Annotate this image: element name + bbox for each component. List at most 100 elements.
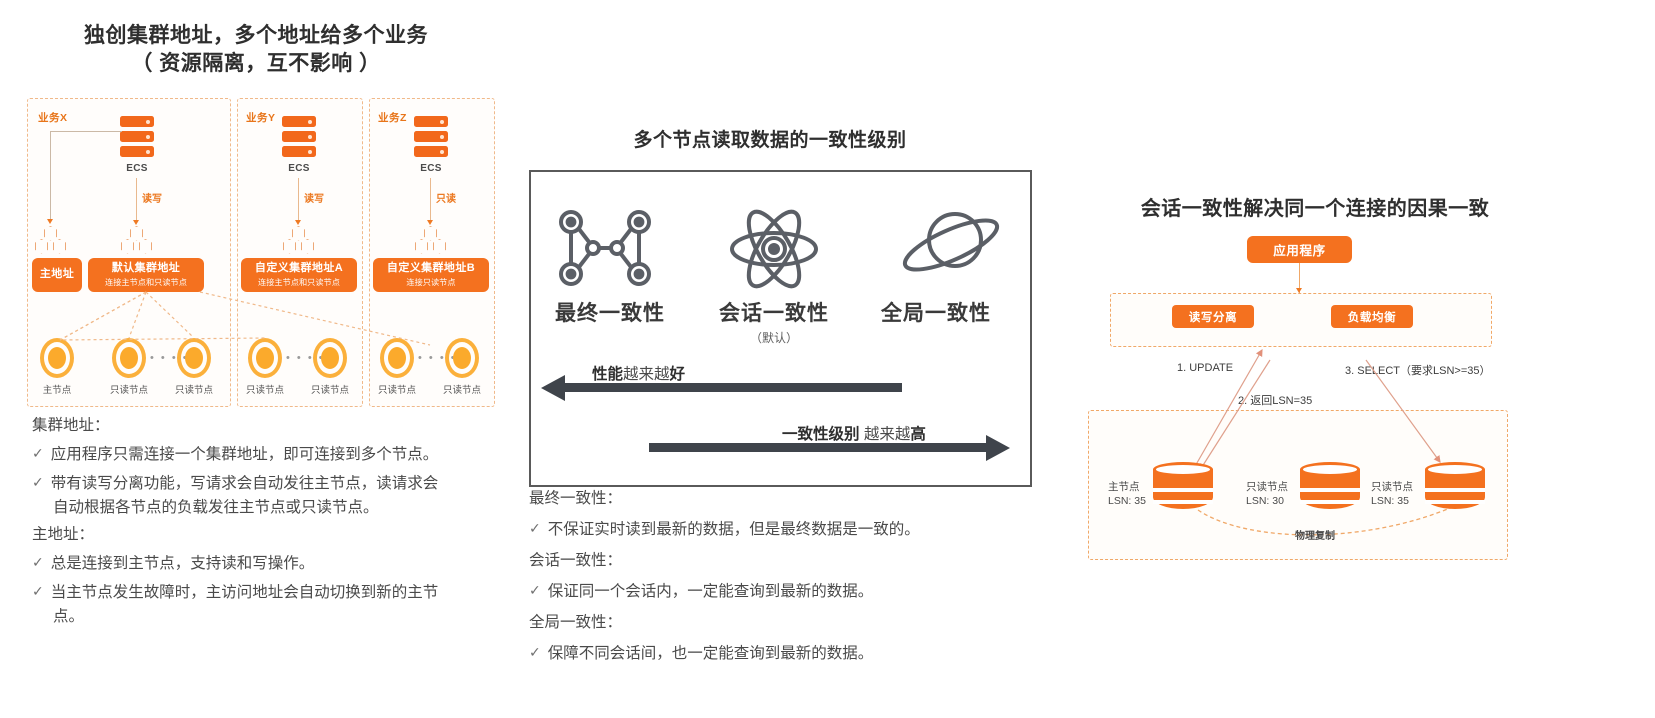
check-icon-m3: ✓ [529,644,541,661]
node-icon-x2 [112,338,146,378]
node-label-x3: 只读节点 [174,385,213,396]
address-box-primary-title: 主地址 [39,268,75,281]
check-icon-l2: ✓ [32,474,44,491]
left-note-3: 自动根据各节点的负载发往主节点或只读节点。 [53,499,379,517]
left-note-0: 集群地址： [32,417,110,434]
arrow-left-bar [565,383,902,392]
middle-note-5: ✓ 保障不同会话间，也一定能查询到最新的数据。 [529,642,999,666]
middle-notes: 最终一致性： ✓ 不保证实时读到最新的数据，但是最终数据是一致的。 会话一致性：… [529,487,999,666]
arrow-right-label-rest: 越来越 [859,426,911,443]
left-note-7: 点。 [53,608,85,626]
left-note-2: ✓ 带有读写分离功能，写请求会自动发往主节点，读请求会 [32,472,502,496]
connector-x-arrow-left [46,219,53,224]
read-write-split-box[interactable]: 读写分离 [1172,305,1254,328]
arrow-right-bar [649,443,986,452]
step-label-1: 1. UPDATE [1177,362,1234,374]
db-label-primary-lsn: LSN: 35 [1108,495,1146,508]
hex-cluster-icon-x2 [119,226,155,256]
db-icon-readonly-2 [1425,462,1485,516]
db-icon-readonly-1 [1300,462,1360,516]
address-box-custom-b-desc: 连接只读节点 [406,277,456,287]
planet-icon [893,207,1003,292]
ecs-label-x: ECS [126,163,148,174]
consistency-level-2: 会话一致性 （默认） [712,297,836,346]
consistency-level-3-name: 全局一致性 [881,302,991,325]
connector-label-y: 读写 [304,194,324,205]
hex-cluster-icon-x1 [33,226,69,256]
arrow-left-label-bold: 性能 [592,366,624,383]
check-icon-m1: ✓ [529,520,541,537]
address-box-default-cluster-title: 默认集群地址 [111,262,181,274]
right-panel-title: 会话一致性解决同一个连接的因果一致 [1140,198,1490,220]
node-icon-z1 [380,338,414,378]
left-note-6: ✓ 当主节点发生故障时，主访问地址会自动切换到新的主节 [32,581,502,605]
hex-cluster-icon-y [281,226,317,256]
db-label-readonly-2: 只读节点 LSN: 35 [1371,480,1413,508]
left-note-1-text: 应用程序只需连接一个集群地址，即可连接到多个节点。 [50,446,439,464]
consistency-level-1: 最终一致性 [548,297,672,327]
node-label-z1: 只读节点 [377,385,416,396]
ecs-icon-y [282,116,316,158]
connector-app-down [1299,263,1301,293]
connector-y-down [298,178,300,222]
business-group-x-label: 业务X [38,112,68,124]
business-group-z-label: 业务Z [378,112,407,124]
arrow-right-label-bold: 一致性级别 [782,426,860,443]
step-label-2: 2. 返回LSN=35 [1238,395,1313,407]
connector-x-elbow-v [50,131,52,221]
connector-app-arrow [1295,288,1302,293]
address-box-primary[interactable]: 主地址 [32,258,82,292]
address-box-custom-b[interactable]: 自定义集群地址B 连接只读节点 [373,258,489,292]
arrow-right-head [986,434,1010,461]
address-box-custom-a[interactable]: 自定义集群地址A 连接主节点和只读节点 [241,258,357,292]
arrow-right-label-end: 高 [910,426,926,443]
db-label-readonly-1-lsn: LSN: 30 [1246,495,1284,508]
node-icon-x3 [177,338,211,378]
connector-label-z: 只读 [436,194,456,205]
address-box-default-cluster[interactable]: 默认集群地址 连接主节点和只读节点 [88,258,204,292]
step-label-3: 3. SELECT（要求LSN>=35） [1345,365,1491,377]
middle-panel-title: 多个节点读取数据的一致性级别 [633,130,907,151]
consistency-level-3: 全局一致性 [874,297,998,327]
connector-x-elbow-h [50,131,122,133]
middle-note-3: ✓ 保证同一个会话内，一定能查询到最新的数据。 [529,580,999,604]
left-note-4: 主地址： [32,526,95,544]
middle-note-0: 最终一致性： [529,490,623,507]
left-title-line-2: （ 资源隔离，互不影响 ） [131,51,381,75]
node-label-y1: 只读节点 [245,385,284,396]
ecs-icon-x [120,116,154,158]
node-icon-x1 [40,338,74,378]
left-notes: 集群地址： ✓ 应用程序只需连接一个集群地址，即可连接到多个节点。 ✓ 带有读写… [32,414,502,629]
app-program-box[interactable]: 应用程序 [1247,236,1352,263]
ecs-label-z: ECS [420,163,442,174]
db-label-readonly-1: 只读节点 LSN: 30 [1246,480,1288,508]
load-balance-box[interactable]: 负载均衡 [1331,305,1413,328]
left-note-2-text: 带有读写分离功能，写请求会自动发往主节点，读请求会 [50,475,439,493]
address-box-custom-b-title: 自定义集群地址B [386,262,476,274]
db-label-primary-role: 主节点 [1108,481,1140,493]
ecs-label-y: ECS [288,163,310,174]
connector-label-x: 读写 [142,194,162,205]
network-nodes-icon [555,208,655,293]
left-note-1: ✓ 应用程序只需连接一个集群地址，即可连接到多个节点。 [32,443,502,467]
db-label-readonly-2-lsn: LSN: 35 [1371,495,1409,508]
connector-z-down [430,178,432,222]
connector-z-arrow [426,220,433,225]
check-icon-m2: ✓ [529,582,541,599]
middle-note-1: ✓ 不保证实时读到最新的数据，但是最终数据是一致的。 [529,518,999,542]
left-title-line-1: 独创集群地址，多个地址给多个业务 [84,24,428,47]
middle-note-3-text: 保证同一个会话内，一定能查询到最新的数据。 [547,583,874,601]
check-icon-l3: ✓ [32,554,44,571]
check-icon-l1: ✓ [32,445,44,462]
middle-note-1-text: 不保证实时读到最新的数据，但是最终数据是一致的。 [547,521,920,539]
replication-label: 物理复制 [1295,531,1335,542]
node-label-z2: 只读节点 [442,385,481,396]
consistency-box [529,170,1032,487]
arrow-right-label: 一致性级别 越来越高 [782,422,926,444]
address-box-custom-a-title: 自定义集群地址A [254,262,344,274]
consistency-level-2-name: 会话一致性 [719,302,829,325]
arrow-left-label: 性能越来越好 [592,362,685,384]
ecs-icon-z [414,116,448,158]
connector-x-down [136,178,138,222]
hex-cluster-icon-z [413,226,449,256]
